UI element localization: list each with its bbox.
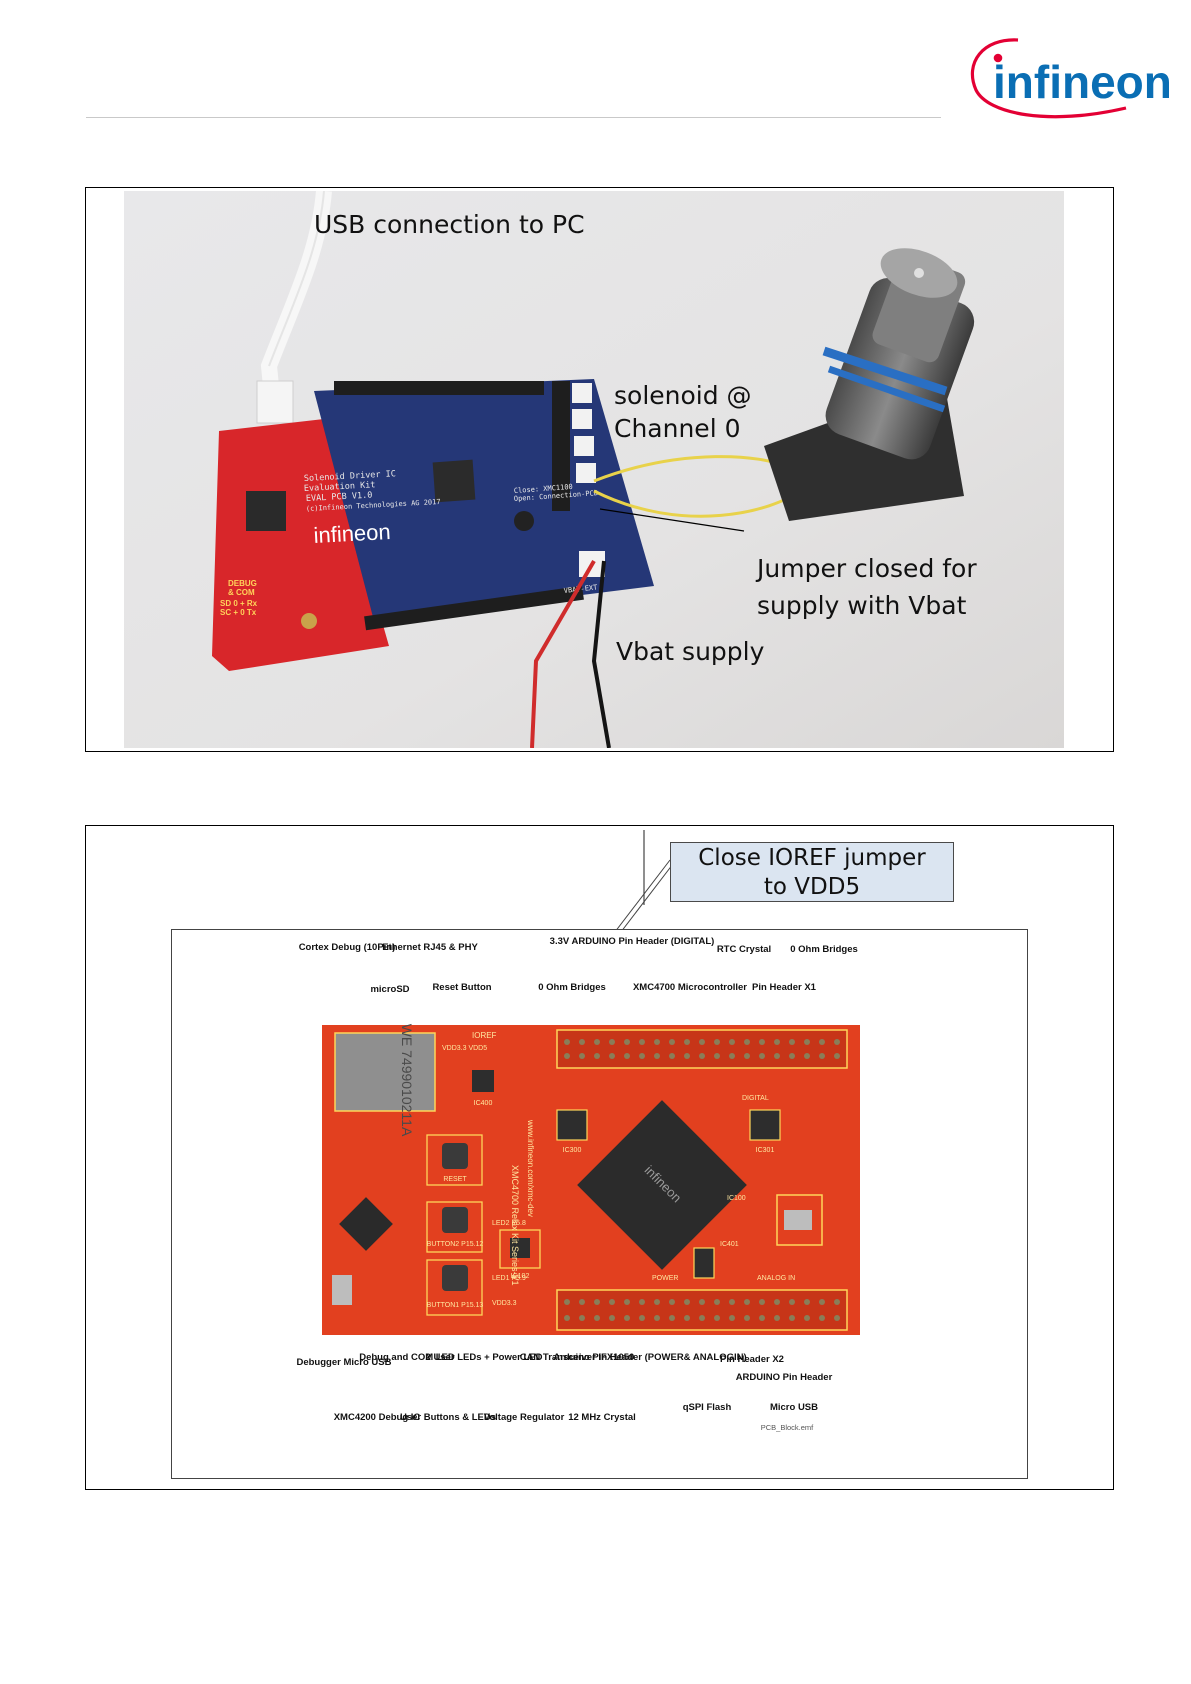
label-pin-header-x1: Pin Header X1	[752, 982, 817, 993]
ic400-silk: IC400	[474, 1100, 493, 1107]
label-user-leds: 2 User LEDs + Power LED	[426, 1352, 543, 1363]
label-arduino-pin-header: ARDUINO Pin Header	[736, 1372, 833, 1383]
label-0-ohm-bridges-left: 0 Ohm Bridges	[538, 982, 606, 993]
label-debugger-usb: Debugger Micro USB	[296, 1357, 391, 1368]
ic300-silk: IC300	[563, 1147, 582, 1154]
led2-silk: LED2 P5.8	[492, 1220, 526, 1227]
ic301-silk: IC301	[756, 1147, 775, 1154]
debug-board-text-2: & COM	[228, 588, 255, 597]
ioref-silk: IOREF	[472, 1031, 497, 1040]
board-title-1: Solenoid Driver IC	[304, 469, 397, 484]
file-name: PCB_Block.emf	[761, 1423, 814, 1432]
label-usb-connection: USB connection to PC	[314, 210, 585, 239]
label-micro-usb: Micro USB	[770, 1402, 818, 1413]
ic102-silk: IC102	[511, 1273, 530, 1280]
label-solenoid-line1: solenoid @	[614, 381, 752, 410]
label-arduino-power: Arduino Pin Header (POWER& ANALOGIN)	[553, 1352, 746, 1363]
analog-in-silk: ANALOG IN	[757, 1275, 795, 1282]
label-solenoid-line2: Channel 0	[614, 414, 741, 443]
debug-board-text-4: SC + 0 Tx	[220, 608, 257, 617]
button2-silk: BUTTON2 P15.12	[427, 1241, 484, 1248]
label-xmc4700: XMC4700 Microcontroller	[633, 982, 747, 993]
vdd33-silk: VDD3.3	[492, 1300, 517, 1307]
debug-board-text-3: SD 0 + Rx	[220, 599, 258, 608]
callout-line-1: Close IOREF jumper	[698, 845, 926, 871]
label-can-transceiver: CAN Transceiver IFX1050	[520, 1352, 635, 1363]
label-voltage-regulator: Voltage Regulator	[484, 1412, 565, 1423]
infineon-logo: infineon	[958, 28, 1172, 120]
board-title-2: Evaluation Kit	[304, 480, 376, 494]
ethernet-chip-text: WE 7499010211A	[399, 1024, 415, 1137]
label-xmc4200: XMC4200 Debug IC	[334, 1412, 421, 1423]
label-pin-header-x2: Pin Header X2	[720, 1354, 784, 1365]
label-rtc-crystal: RTC Crystal	[717, 944, 771, 955]
debug-board-text-1: DEBUG	[228, 579, 257, 588]
digital-silk: DIGITAL	[742, 1095, 769, 1102]
label-arduino-digital: 3.3V ARDUINO Pin Header (DIGITAL)	[550, 936, 715, 947]
label-vbat-supply: Vbat supply	[616, 637, 765, 666]
label-microsd: microSD	[370, 984, 409, 995]
pcb-block-diagram: Cortex Debug (10Pin) Ethernet RJ45 & PHY…	[171, 929, 1028, 1479]
label-reset-button: Reset Button	[432, 982, 491, 993]
solenoid-kit-photo: DEBUG & COM SD 0 + Rx SC + 0 Tx Solenoid…	[124, 191, 1064, 748]
ioref-callout: Close IOREF jumper to VDD5	[670, 842, 954, 902]
label-qspi-flash: qSPI Flash	[683, 1402, 732, 1413]
led1-silk: LED1 P5.9	[492, 1275, 526, 1282]
label-jumper-line2: supply with Vbat	[757, 591, 967, 620]
label-ethernet: Ethernet RJ45 & PHY	[382, 942, 478, 953]
label-jumper-line1: Jumper closed for	[755, 554, 977, 583]
label-user-buttons: User Buttons & LEDs	[400, 1412, 496, 1423]
label-0-ohm-bridges-right: 0 Ohm Bridges	[790, 944, 858, 955]
ic100-silk: IC100	[727, 1195, 746, 1202]
board-title-3: EVAL PCB V1.0	[306, 491, 373, 504]
callout-line-2: to VDD5	[763, 874, 861, 900]
label-cortex-debug: Cortex Debug (10Pin)	[299, 942, 396, 953]
vdd-silk: VDD3.3 VDD5	[442, 1045, 487, 1052]
label-debug-com-led: Debug and COM LED	[359, 1352, 455, 1363]
ic401-silk: IC401	[720, 1241, 739, 1248]
reset-silk: RESET	[443, 1176, 467, 1183]
board-logo-text: infineon	[313, 519, 391, 548]
header-rule	[86, 117, 941, 118]
kit-url-silk: www.infineon.com/xmc-dev	[526, 1119, 535, 1217]
board-vbat-ext: VBAT-EXT	[563, 583, 598, 595]
logo-wordmark: infineon	[993, 56, 1172, 108]
power-silk: POWER	[652, 1275, 678, 1282]
label-12mhz-crystal: 12 MHz Crystal	[568, 1412, 636, 1423]
kit-name-silk: XMC4700 Relax Kit Series-V1	[510, 1165, 520, 1286]
button1-silk: BUTTON1 P15.13	[427, 1302, 484, 1309]
